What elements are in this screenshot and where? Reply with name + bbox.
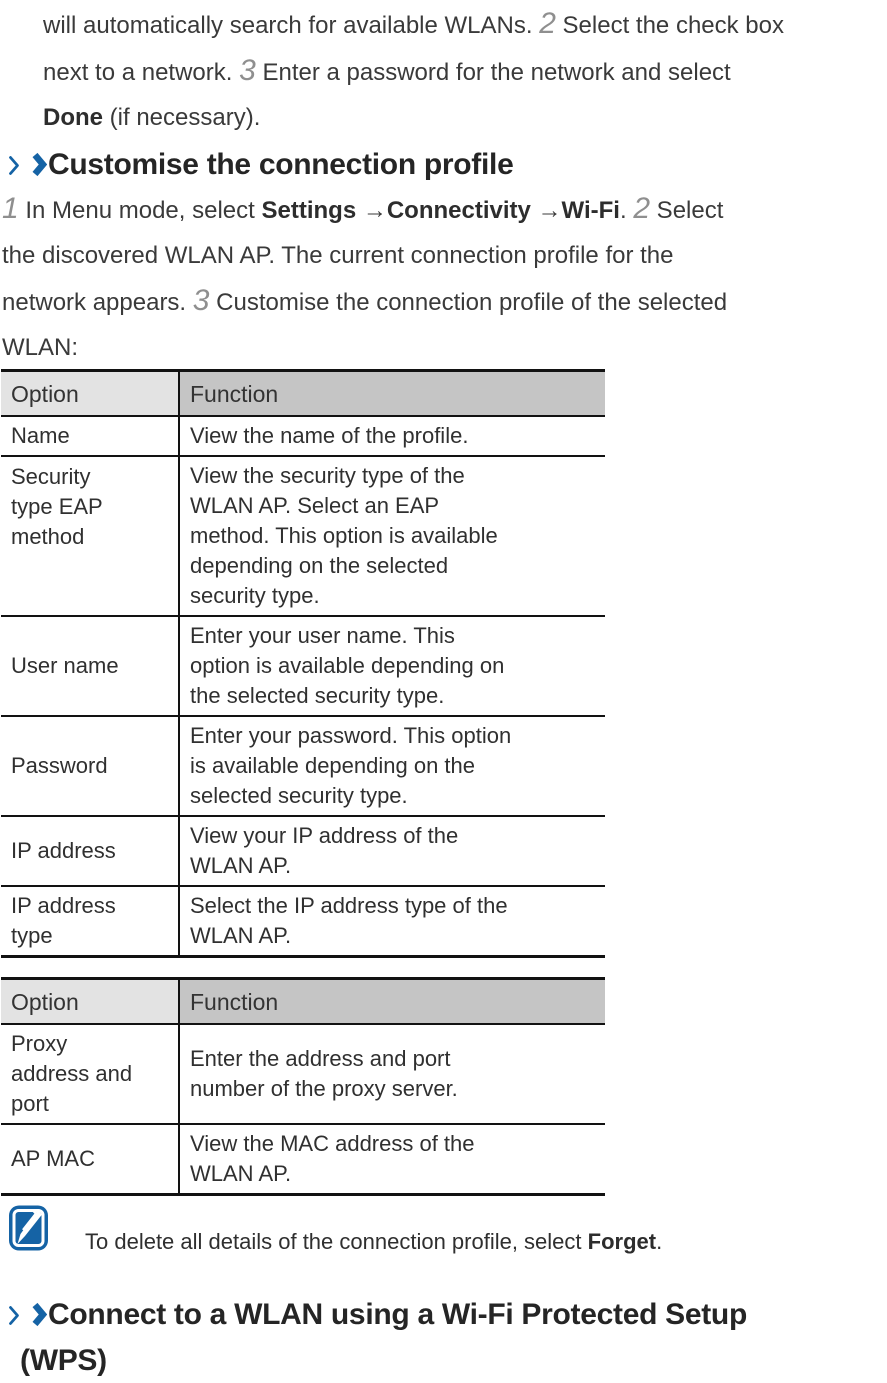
table-row: IP address View your IP address of the W…	[1, 816, 605, 887]
option-cell: IP address	[1, 816, 180, 887]
note-text: .	[656, 1229, 663, 1254]
step-text: network appears.	[2, 289, 193, 316]
heading-text: Customise the connection profile	[48, 148, 514, 181]
option-cell: Name	[1, 416, 180, 457]
chevron-right-icon	[9, 1306, 19, 1325]
step-number: 3	[239, 54, 256, 87]
step-text: the discovered WLAN AP. The current conn…	[2, 242, 674, 269]
section-heading-wps: Connect to a WLAN using a Wi-Fi Protecte…	[8, 1292, 878, 1383]
option-cell: IP address type	[1, 886, 180, 957]
heavy-chevron-right-icon	[32, 152, 48, 177]
option-column-header: Option	[1, 370, 180, 417]
table-row: Password Enter your password. This optio…	[1, 716, 605, 817]
bold-keyword-forget: Forget	[587, 1229, 657, 1254]
option-cell: Password	[1, 716, 180, 817]
intro-text: will automatically search for available …	[43, 12, 540, 39]
function-cell: View the MAC address of the WLAN AP.	[190, 1131, 475, 1186]
intro-text: Select the check box	[555, 12, 785, 39]
step-number: 3	[192, 284, 210, 317]
table-row: IP address type Select the IP address ty…	[1, 886, 605, 957]
menu-path-connectivity: Connectivity	[386, 197, 531, 224]
option-cell: User name	[1, 616, 180, 717]
connection-profile-options-table-2: Option Function Proxy address and port E…	[1, 977, 605, 1196]
step-text: .	[619, 197, 634, 224]
connection-profile-options-table-1: Option Function Name View the name of th…	[1, 369, 605, 958]
option-cell: Security type EAP method	[1, 456, 180, 617]
heading-text-line2: (WPS)	[20, 1344, 107, 1377]
menu-path-wifi: Wi-Fi	[561, 197, 620, 224]
step-number: 2	[633, 192, 651, 225]
table-header-row: Option Function	[1, 370, 605, 417]
heading-text: Connect to a WLAN using a Wi-Fi Protecte…	[48, 1298, 747, 1331]
table-row: User name Enter your user name. This opt…	[1, 616, 605, 717]
function-column-header: Function	[179, 978, 605, 1025]
note-text: To delete all details of the connection …	[85, 1229, 588, 1254]
step-number: 1	[2, 192, 19, 225]
section-heading-customise-profile: Customise the connection profile	[8, 142, 514, 188]
note-paragraph: To delete all details of the connection …	[85, 1227, 662, 1257]
arrow-glyph: →	[356, 197, 387, 224]
note-pencil-icon	[9, 1205, 48, 1251]
table-row: Proxy address and port Enter the address…	[1, 1024, 605, 1125]
step-number: 2	[539, 7, 556, 40]
option-column-header: Option	[1, 978, 180, 1025]
step-text: Customise the connection profile of the …	[209, 289, 728, 316]
intro-text: (if necessary).	[103, 104, 261, 131]
table-row: Security type EAP method View the securi…	[1, 456, 605, 617]
intro-text: Enter a password for the network and sel…	[255, 59, 731, 86]
heavy-chevron-right-icon	[32, 1302, 48, 1327]
table-row: Name View the name of the profile.	[1, 416, 605, 457]
function-cell: Enter your user name. This option is ava…	[179, 616, 605, 717]
option-cell: Proxy address and port	[1, 1024, 180, 1125]
table-row: AP MAC View the MAC address of the WLAN …	[1, 1124, 605, 1195]
intro-paragraph: will automatically search for available …	[43, 1, 885, 140]
chevron-right-icon	[9, 156, 19, 175]
table-header-row: Option Function	[1, 978, 605, 1025]
function-cell: Enter your password. This option is avai…	[179, 716, 605, 817]
option-cell: AP MAC	[1, 1124, 180, 1195]
function-cell: View the security type of the WLAN AP. S…	[179, 456, 605, 617]
step-text: WLAN:	[2, 334, 79, 361]
step-text: Select	[650, 197, 724, 224]
intro-text: next to a network.	[43, 59, 240, 86]
function-cell: Enter the address and port number of the…	[179, 1024, 605, 1125]
function-column-header: Function	[179, 370, 605, 417]
function-cell: Select the IP address type of the WLAN A…	[190, 893, 508, 948]
menu-path-settings: Settings	[261, 197, 357, 224]
arrow-glyph: →	[530, 197, 562, 224]
step-text: In Menu mode, select	[18, 197, 262, 224]
function-cell: View your IP address of the WLAN AP.	[179, 816, 605, 887]
function-cell: View the name of the profile.	[179, 416, 605, 457]
steps-paragraph: 1 In Menu mode, select Settings →Connect…	[2, 186, 872, 370]
bold-keyword: Done	[43, 104, 103, 131]
